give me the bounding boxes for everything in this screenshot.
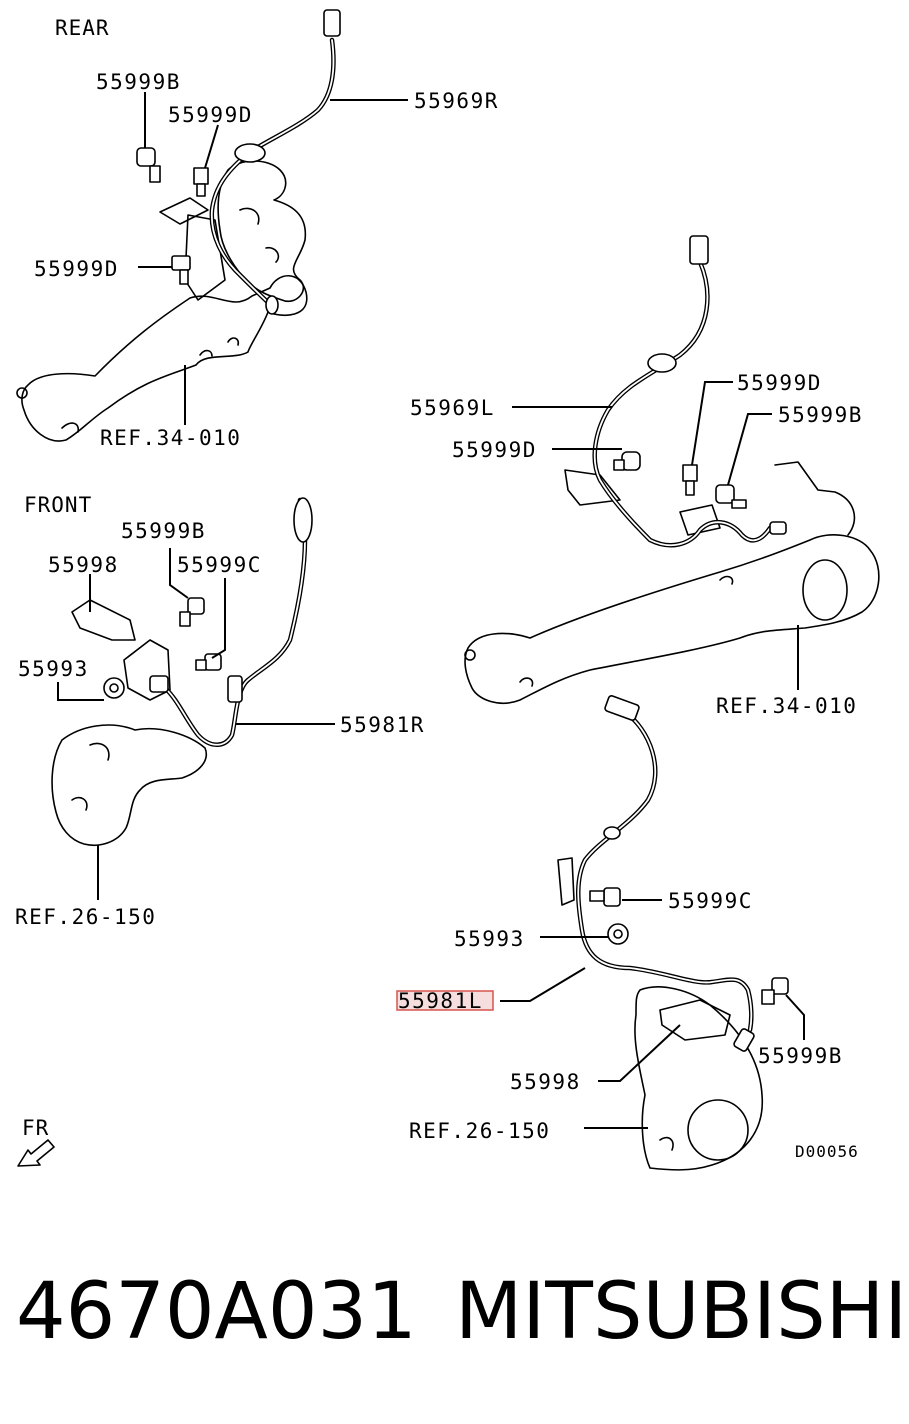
rear-arm-detail bbox=[61, 422, 80, 433]
front-left-knuckle-detail bbox=[89, 742, 110, 761]
callout-rear-55999d-upper: 55999D bbox=[168, 103, 253, 127]
leader-line bbox=[57, 682, 104, 701]
front-right-sensor-cable bbox=[576, 709, 754, 1033]
fr-label: FR bbox=[22, 1116, 49, 1140]
rear-trailing-arm-outline bbox=[21, 274, 308, 442]
rear-right-cable-grommet bbox=[647, 353, 677, 373]
callout-front-right-ref: REF.26-150 bbox=[409, 1119, 550, 1143]
rear-top-sensor-cable bbox=[209, 37, 336, 309]
callout-rear-right-55999d-upper: 55999D bbox=[737, 371, 822, 395]
front-right-knuckle-detail bbox=[659, 1136, 674, 1151]
callout-front-left-ref: REF.26-150 bbox=[15, 905, 156, 929]
front-left-cable-connector bbox=[293, 497, 313, 543]
rear-right-arm-detail bbox=[719, 575, 734, 585]
section-label-rear: REAR bbox=[55, 16, 110, 40]
rear-knuckle-outline bbox=[217, 160, 307, 303]
fr-arrow-icon bbox=[17, 1139, 55, 1167]
front-right-cable-grommet bbox=[603, 826, 621, 840]
rear-knuckle-detail bbox=[239, 207, 260, 225]
rear-right-assembly: 55999D 55999B 55969L 55999D REF.34-010 bbox=[410, 235, 880, 718]
leader-line bbox=[598, 1024, 681, 1082]
rear-top-sensor-head bbox=[265, 295, 279, 315]
leader-line bbox=[727, 413, 772, 486]
rear-right-cable-connector bbox=[689, 235, 709, 265]
rear-top-bolt-55999b bbox=[136, 147, 161, 183]
front-right-sensor-head bbox=[733, 1028, 755, 1052]
rear-right-bracket-clip bbox=[679, 504, 721, 536]
front-left-bolt-55999b bbox=[179, 597, 205, 627]
leader-line bbox=[500, 967, 586, 1002]
callout-front-right-55999c: 55999C bbox=[668, 889, 753, 913]
callout-front-right-55999b: 55999B bbox=[758, 1044, 843, 1068]
rear-bracket-clip bbox=[159, 197, 209, 225]
rear-top-cable-connector bbox=[323, 9, 341, 37]
callout-rear-ref: REF.34-010 bbox=[100, 426, 241, 450]
rear-right-bracket bbox=[564, 469, 621, 506]
front-right-nut-55993 bbox=[607, 923, 629, 945]
rear-right-bolt-55999d-left bbox=[613, 451, 641, 471]
section-label-front: FRONT bbox=[24, 493, 92, 517]
front-left-clip-55998 bbox=[71, 599, 136, 641]
leader-line bbox=[211, 578, 226, 659]
front-left-cable-grommet bbox=[227, 675, 243, 703]
front-right-bracket bbox=[557, 857, 575, 906]
front-right-clip-55998 bbox=[659, 999, 731, 1041]
callout-rear-right-55999b: 55999B bbox=[778, 403, 863, 427]
callout-rear-right-ref: REF.34-010 bbox=[716, 694, 857, 718]
callout-front-left-55981r: 55981R bbox=[340, 713, 425, 737]
front-right-knuckle-outline bbox=[634, 986, 764, 1171]
front-right-cable-connector bbox=[604, 695, 640, 721]
callout-front-right-55998: 55998 bbox=[510, 1070, 581, 1094]
leader-line bbox=[691, 381, 733, 466]
rear-top-bolt-55999d-upper bbox=[193, 167, 209, 197]
rear-right-sensor-head bbox=[769, 521, 787, 535]
rear-right-knuckle-upper bbox=[774, 461, 856, 536]
rear-top-assembly: REAR bbox=[16, 9, 499, 450]
leader-line bbox=[204, 124, 219, 169]
rear-knuckle-detail bbox=[265, 246, 280, 263]
rear-right-trailing-arm-outline bbox=[464, 534, 880, 704]
front-direction-indicator: FR bbox=[17, 1116, 55, 1167]
callout-rear-55999d-lower: 55999D bbox=[34, 257, 119, 281]
drawing-code: D00056 bbox=[795, 1142, 859, 1161]
rear-top-cable-grommet bbox=[234, 143, 266, 163]
rear-arm-detail bbox=[199, 349, 213, 357]
callout-front-left-55998: 55998 bbox=[48, 553, 119, 577]
callout-front-right-55981l: 55981L bbox=[398, 989, 483, 1013]
callout-front-left-55999b: 55999B bbox=[121, 519, 206, 543]
footer: 4670A031 MITSUBISHI bbox=[0, 1262, 909, 1372]
callout-rear-right-55969l: 55969L bbox=[410, 396, 495, 420]
callout-rear-right-55999d-lower: 55999D bbox=[452, 438, 537, 462]
front-left-bolt-55999c bbox=[195, 653, 222, 671]
rear-right-bolt-55999d-center bbox=[682, 464, 698, 496]
front-left-assembly: FRONT 55999B bbox=[15, 493, 425, 929]
rear-arm-detail bbox=[227, 337, 240, 346]
rear-right-arm-detail bbox=[519, 677, 534, 687]
leader-line bbox=[169, 548, 189, 599]
front-left-sensor-head bbox=[149, 675, 169, 693]
callout-rear-55999b: 55999B bbox=[96, 70, 181, 94]
rear-right-arm-bushing-hole bbox=[464, 649, 476, 661]
front-left-knuckle-detail bbox=[71, 796, 88, 811]
callout-rear-55969r: 55969R bbox=[414, 89, 499, 113]
rear-right-bolt-55999b bbox=[715, 484, 747, 509]
rear-top-bolt-55999d-lower bbox=[171, 255, 191, 285]
front-right-hub-bore bbox=[687, 1099, 749, 1161]
highlight-box bbox=[396, 990, 494, 1011]
callout-front-right-55993: 55993 bbox=[454, 927, 525, 951]
part-number: 4670A031 bbox=[16, 1267, 417, 1357]
front-left-nut-55993 bbox=[103, 677, 125, 699]
callout-front-left-55999c: 55999C bbox=[177, 553, 262, 577]
brand-name: MITSUBISHI bbox=[455, 1267, 908, 1357]
callout-front-left-55993: 55993 bbox=[18, 657, 89, 681]
front-right-bolt-55999c bbox=[589, 887, 621, 907]
front-right-assembly: 55999C 55993 55981L 55999B 55998 REF.26-… bbox=[396, 695, 843, 1171]
front-left-knuckle-outline bbox=[51, 724, 207, 846]
rear-right-hub-bore bbox=[802, 559, 848, 621]
leader-line bbox=[785, 994, 805, 1040]
rear-arm-bushing-hole bbox=[16, 387, 28, 399]
front-right-bolt-55999b bbox=[761, 977, 789, 1005]
